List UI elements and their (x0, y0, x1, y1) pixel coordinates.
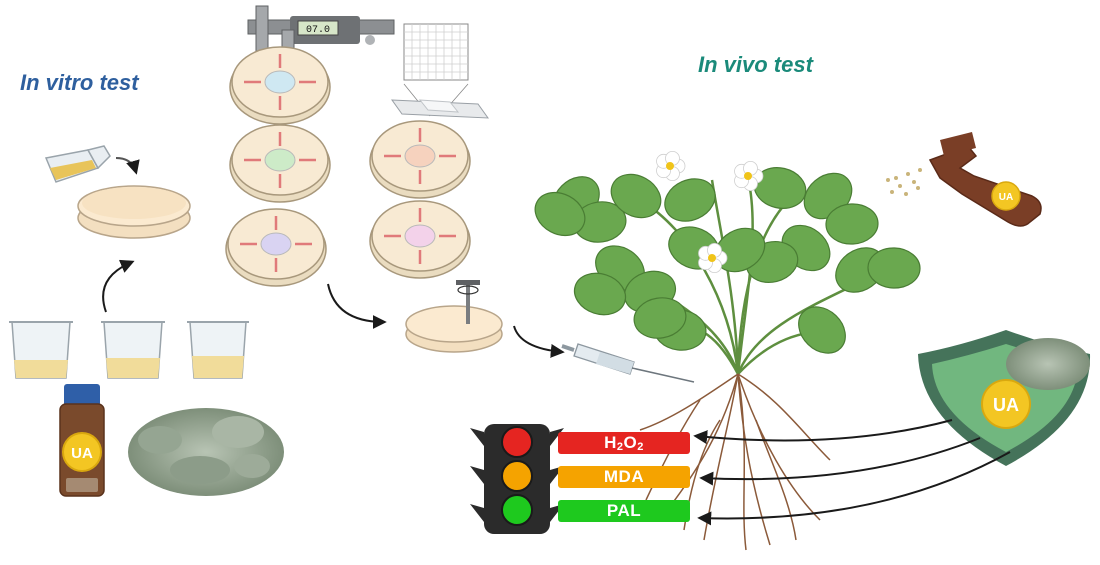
lichen-icon (128, 408, 284, 496)
inhibition-plate-icon (229, 46, 331, 125)
arrow-shield-to-pal (697, 451, 1011, 526)
plant-roots-icon (639, 373, 831, 551)
beaker-icon (9, 321, 73, 379)
inhibition-plate-icon (225, 208, 327, 287)
spray-ua-label: UA (999, 192, 1013, 203)
strawberry-flower-icon (656, 150, 686, 182)
strawberry-flower-icon (698, 242, 728, 274)
in-vitro-title: In vitro test (20, 70, 139, 95)
protection-shield-icon (918, 330, 1091, 466)
indicator-pal: PAL (558, 500, 690, 522)
inhibition-plates (225, 46, 471, 287)
syringe-icon (561, 343, 695, 383)
arrow-shield-to-mda (699, 437, 981, 486)
inhibition-plate-icon (369, 200, 471, 279)
indicator-mda: MDA (558, 466, 690, 488)
inhibition-plate-icon (369, 120, 471, 199)
cork-borer-plate-icon (405, 280, 503, 353)
beaker-icon (101, 321, 165, 379)
spray-bottle-icon (928, 132, 1042, 227)
in-vivo-title: In vivo test (698, 52, 813, 77)
petri-dish-medium-icon (77, 185, 191, 239)
arrow-beakers-to-dish (102, 259, 135, 313)
vial-ua-label: UA (71, 445, 93, 462)
arrow-well-to-syringe (513, 325, 565, 358)
caliper-reading: 07.0 (306, 25, 330, 36)
arrow-shield-to-h2o2 (693, 419, 953, 445)
spray-mist-icon (886, 168, 922, 196)
traffic-light-icon (470, 424, 564, 534)
pouring-flask-icon (44, 145, 140, 183)
strawberry-flower-icon (734, 160, 764, 192)
arrow-plates-to-well (327, 283, 387, 329)
shield-ua-label: UA (993, 395, 1019, 415)
beaker-icon (187, 321, 249, 379)
indicator-h2o2: H2O2 (558, 432, 690, 454)
microscope-slide-icon (390, 99, 490, 119)
grid-plot-icon (403, 23, 469, 117)
ua-vial-icon (59, 384, 105, 497)
strawberry-plant-icon (534, 150, 921, 375)
inhibition-plate-icon (229, 124, 331, 203)
